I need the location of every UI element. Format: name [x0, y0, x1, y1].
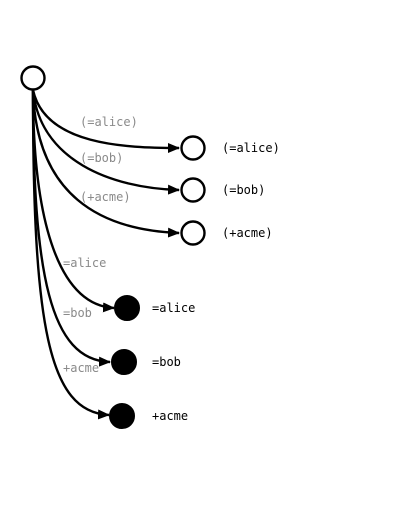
node-label-bob-filled: =bob — [152, 355, 181, 369]
node-label-bob-open: (=bob) — [222, 183, 265, 197]
edge-label-acme-open: (+acme) — [80, 190, 131, 204]
node-label-alice-open: (=alice) — [222, 141, 280, 155]
node-label-acme-filled: +acme — [152, 409, 188, 423]
edge-label-bob-filled: =bob — [63, 306, 92, 320]
node-label-alice-filled: =alice — [152, 301, 195, 315]
edge-root-to-acme-open — [31, 89, 180, 238]
node-bob-filled — [111, 349, 137, 375]
root-node — [20, 65, 46, 91]
edge-label-bob-open: (=bob) — [80, 151, 123, 165]
node-bob-open — [180, 177, 206, 203]
edge-root-to-acme-filled — [31, 89, 110, 420]
edge-label-acme-filled: +acme — [63, 361, 99, 375]
node-label-acme-open: (+acme) — [222, 226, 273, 240]
node-alice-filled — [114, 295, 140, 321]
edge-label-alice-open: (=alice) — [80, 115, 138, 129]
edge-root-to-bob-open — [31, 89, 180, 195]
node-acme-filled — [109, 403, 135, 429]
edge-label-alice-filled: =alice — [63, 256, 106, 270]
edge-root-to-alice-open — [31, 89, 180, 153]
node-alice-open — [180, 135, 206, 161]
node-acme-open — [180, 220, 206, 246]
